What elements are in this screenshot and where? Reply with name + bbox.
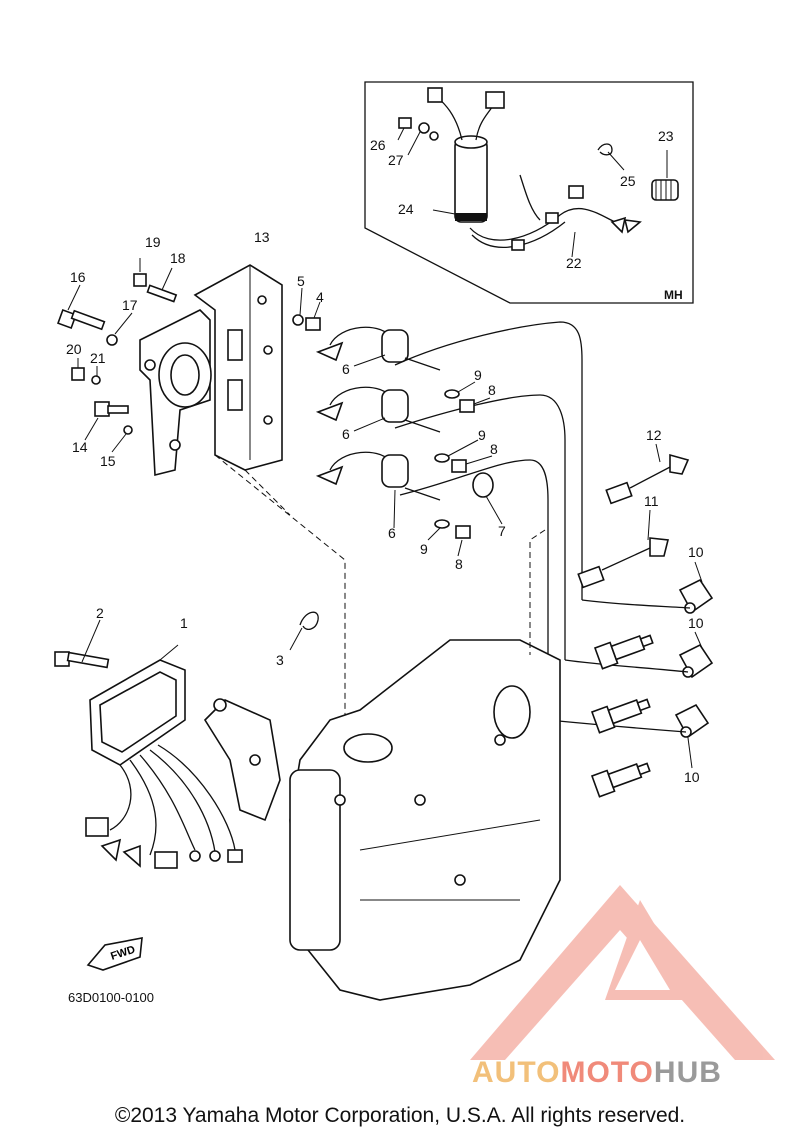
callout-17: 17 xyxy=(122,297,138,313)
callout-3: 3 xyxy=(276,652,284,668)
callout-11: 11 xyxy=(644,493,659,509)
engine-block xyxy=(214,454,561,1001)
fwd-arrow: FWD xyxy=(86,937,143,971)
wire-12 xyxy=(605,443,690,505)
copyright-notice: ©2013 Yamaha Motor Corporation, U.S.A. A… xyxy=(114,1104,686,1127)
watermark-part3: HUB xyxy=(653,1056,722,1089)
callout-21: 21 xyxy=(90,350,106,366)
washer-bolt-4-5 xyxy=(292,287,321,331)
callout-1: 1 xyxy=(180,615,188,631)
callout-9c: 9 xyxy=(420,541,428,557)
callout-13: 13 xyxy=(254,229,270,245)
callout-7: 7 xyxy=(498,523,506,539)
callout-25: 25 xyxy=(620,173,636,189)
callout-23: 23 xyxy=(658,128,674,144)
washers-bolts-8-9 xyxy=(427,381,493,557)
inset-box-mh xyxy=(364,81,694,304)
watermark-logo xyxy=(470,885,775,1060)
clip-3 xyxy=(289,611,319,651)
callout-19: 19 xyxy=(145,234,161,250)
callout-9b: 9 xyxy=(478,427,486,443)
callout-8c: 8 xyxy=(455,556,463,572)
callout-8b: 8 xyxy=(490,441,498,457)
spring-23 xyxy=(651,179,679,201)
callout-9a: 9 xyxy=(474,367,482,383)
spark-plugs xyxy=(590,634,654,798)
ignition-coils-6 xyxy=(315,321,583,720)
watermark-part2: MOTO xyxy=(560,1056,654,1089)
cdi-bracket xyxy=(203,698,281,822)
callout-12: 12 xyxy=(646,427,662,443)
callout-8a: 8 xyxy=(488,382,496,398)
callout-5: 5 xyxy=(297,273,305,289)
callout-numbers: 1 2 3 4 5 6 6 6 7 8 8 8 9 9 9 10 10 10 1… xyxy=(66,128,704,785)
callout-10c: 10 xyxy=(684,769,700,785)
callout-16: 16 xyxy=(70,269,86,285)
callout-20: 20 xyxy=(66,341,82,357)
spark-plug-caps-10 xyxy=(547,561,714,769)
callout-4: 4 xyxy=(316,289,324,305)
coil-bracket-13 xyxy=(193,264,283,471)
callout-22: 22 xyxy=(566,255,582,271)
watermark-text: AUTOMOTOHUB xyxy=(472,1056,722,1090)
grommet-7 xyxy=(472,472,503,525)
cdi-unit-1 xyxy=(54,619,243,869)
diagram-code: 63D0100-0100 xyxy=(68,990,155,1005)
callout-26: 26 xyxy=(370,137,386,153)
callout-24: 24 xyxy=(398,201,414,217)
callout-6a: 6 xyxy=(342,361,350,377)
callout-14: 14 xyxy=(72,439,88,455)
callout-15: 15 xyxy=(100,453,116,469)
callout-18: 18 xyxy=(170,250,186,266)
callout-2: 2 xyxy=(96,605,104,621)
clamp-bracket xyxy=(139,309,212,477)
callout-6b: 6 xyxy=(342,426,350,442)
wire-11 xyxy=(577,509,669,589)
callout-6c: 6 xyxy=(388,525,396,541)
callout-27: 27 xyxy=(388,152,404,168)
callout-10a: 10 xyxy=(688,544,704,560)
left-fasteners xyxy=(57,258,178,453)
inset-tag: MH xyxy=(664,288,683,302)
callout-10b: 10 xyxy=(688,615,704,631)
watermark-part1: AUTO xyxy=(472,1056,561,1089)
